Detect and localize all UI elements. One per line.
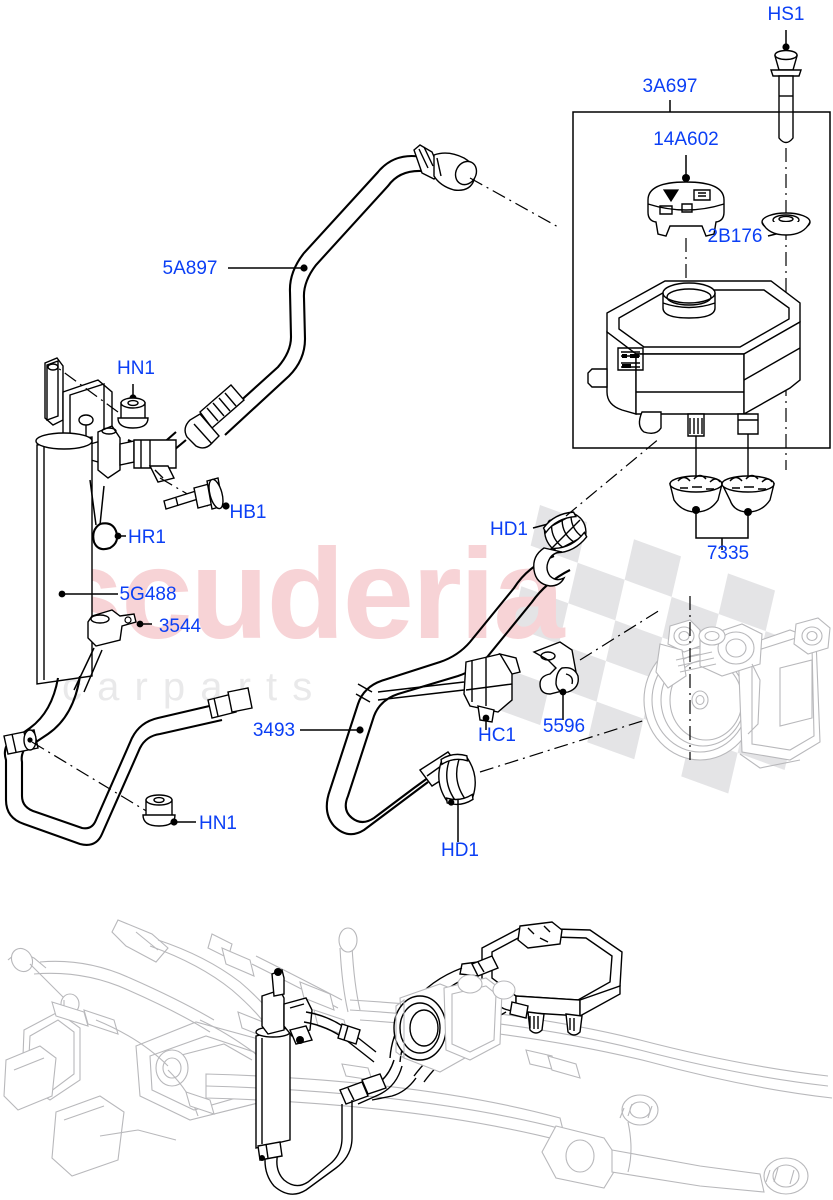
callout-label-3493[interactable]: 3493 xyxy=(253,720,295,741)
callout-label-hr1[interactable]: HR1 xyxy=(128,527,166,548)
callout-labels: HS1 3A697 14A602 2B176 7335 5A897 HN1 HB… xyxy=(117,4,804,861)
callout-label-hs1[interactable]: HS1 xyxy=(768,4,805,25)
part-7335-mounting-bushes xyxy=(669,434,775,550)
watermark-secondary: c a r p a r t s xyxy=(62,665,314,709)
part-2b176-grommet xyxy=(761,212,811,237)
callout-label-5g488[interactable]: 5G488 xyxy=(119,584,176,605)
watermark-primary: scuderia xyxy=(52,523,565,666)
reference-part-hydraulic-pump xyxy=(643,617,831,769)
callout-label-14a602[interactable]: 14A602 xyxy=(653,129,719,150)
part-hs1-flange-bolt xyxy=(770,30,802,470)
context-illustration xyxy=(3,919,833,1195)
callout-label-2b176[interactable]: 2B176 xyxy=(708,226,763,247)
callout-label-5596[interactable]: 5596 xyxy=(543,716,585,737)
part-5a897-pressure-hose xyxy=(127,144,561,461)
part-hn1-flange-nut-lower xyxy=(142,794,196,827)
part-5596-clip-retainer xyxy=(532,609,661,720)
group-box-3A697 xyxy=(572,100,831,449)
part-hb1-flange-bolt xyxy=(163,477,230,510)
part-hd1-hose-clamp-upper xyxy=(532,437,661,587)
callout-label-hn1-upper[interactable]: HN1 xyxy=(117,358,155,379)
callout-label-hd1-upper[interactable]: HD1 xyxy=(490,519,528,540)
callout-label-5a897[interactable]: 5A897 xyxy=(163,258,218,279)
reservoir-label xyxy=(617,347,644,371)
part-3544-retaining-clip xyxy=(73,609,152,693)
callout-label-hn1-lower[interactable]: HN1 xyxy=(199,813,237,834)
part-5g488-damper-cylinder xyxy=(15,357,118,743)
part-hr1-o-ring xyxy=(89,479,126,551)
part-pipe-union-block xyxy=(97,425,209,507)
callout-label-hd1-lower[interactable]: HD1 xyxy=(441,840,479,861)
callout-label-7335[interactable]: 7335 xyxy=(707,543,749,564)
callout-label-3a697[interactable]: 3A697 xyxy=(643,76,698,97)
part-hn1-flange-nut-upper xyxy=(57,367,149,429)
callout-label-hb1[interactable]: HB1 xyxy=(230,502,267,523)
callout-label-3544[interactable]: 3544 xyxy=(159,616,202,637)
callout-label-hc1[interactable]: HC1 xyxy=(478,725,516,746)
part-14a602-reservoir-cap xyxy=(647,155,725,300)
part-lower-return-pipe xyxy=(3,687,253,846)
part-fluid-reservoir xyxy=(587,280,801,437)
part-hc1-hose-bracket xyxy=(377,652,521,730)
